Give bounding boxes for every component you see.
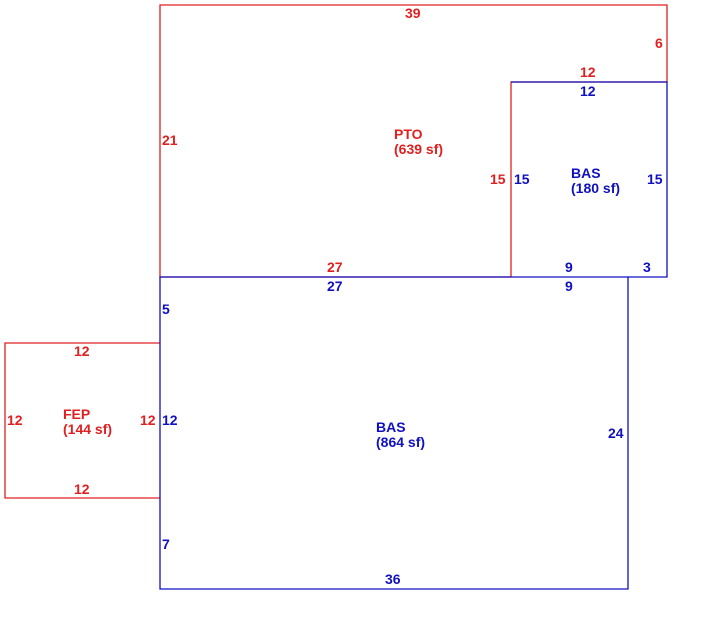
dim-bas-upper-bottom: 9 xyxy=(565,259,573,275)
dim-bas-upper-step: 3 xyxy=(643,259,651,275)
dim-fep-top: 12 xyxy=(74,343,90,359)
dim-bas-main-bottom: 36 xyxy=(385,571,401,587)
dim-fep-bottom: 12 xyxy=(74,481,90,497)
fep-code-label: FEP xyxy=(63,406,90,422)
bas-main-code-label: BAS xyxy=(376,419,406,435)
pto-code-label: PTO xyxy=(394,126,423,142)
bas-upper-area-label: (180 sf) xyxy=(571,180,620,196)
dim-pto-bottom: 27 xyxy=(327,259,343,275)
dim-pto-top: 39 xyxy=(405,5,421,21)
dim-bas-main-left-lower: 7 xyxy=(162,536,170,552)
dim-bas-upper-right: 15 xyxy=(647,171,663,187)
dim-bas-main-right: 24 xyxy=(608,425,624,441)
pto-area-label: (639 sf) xyxy=(394,141,443,157)
dim-bas-main-left-mid: 12 xyxy=(162,412,178,428)
dim-pto-left: 21 xyxy=(162,132,178,148)
dim-bas-upper-top: 12 xyxy=(580,83,596,99)
dim-bas-main-left-upper: 5 xyxy=(162,301,170,317)
dim-bas-main-top-right: 9 xyxy=(565,278,573,294)
dim-bas-upper-left: 15 xyxy=(514,171,530,187)
dim-pto-inner-top: 12 xyxy=(580,64,596,80)
dim-fep-left: 12 xyxy=(7,412,23,428)
dim-bas-main-top-left: 27 xyxy=(327,278,343,294)
bas-upper-outline xyxy=(511,81,668,278)
fep-area-label: (144 sf) xyxy=(63,421,112,437)
dim-pto-right: 6 xyxy=(655,35,663,51)
bas-upper-code-label: BAS xyxy=(571,165,601,181)
dim-fep-right: 12 xyxy=(140,412,156,428)
dim-pto-inner-left: 15 xyxy=(490,171,506,187)
bas-main-outline xyxy=(159,276,629,590)
bas-main-area-label: (864 sf) xyxy=(376,434,425,450)
fep-outline xyxy=(4,342,160,499)
